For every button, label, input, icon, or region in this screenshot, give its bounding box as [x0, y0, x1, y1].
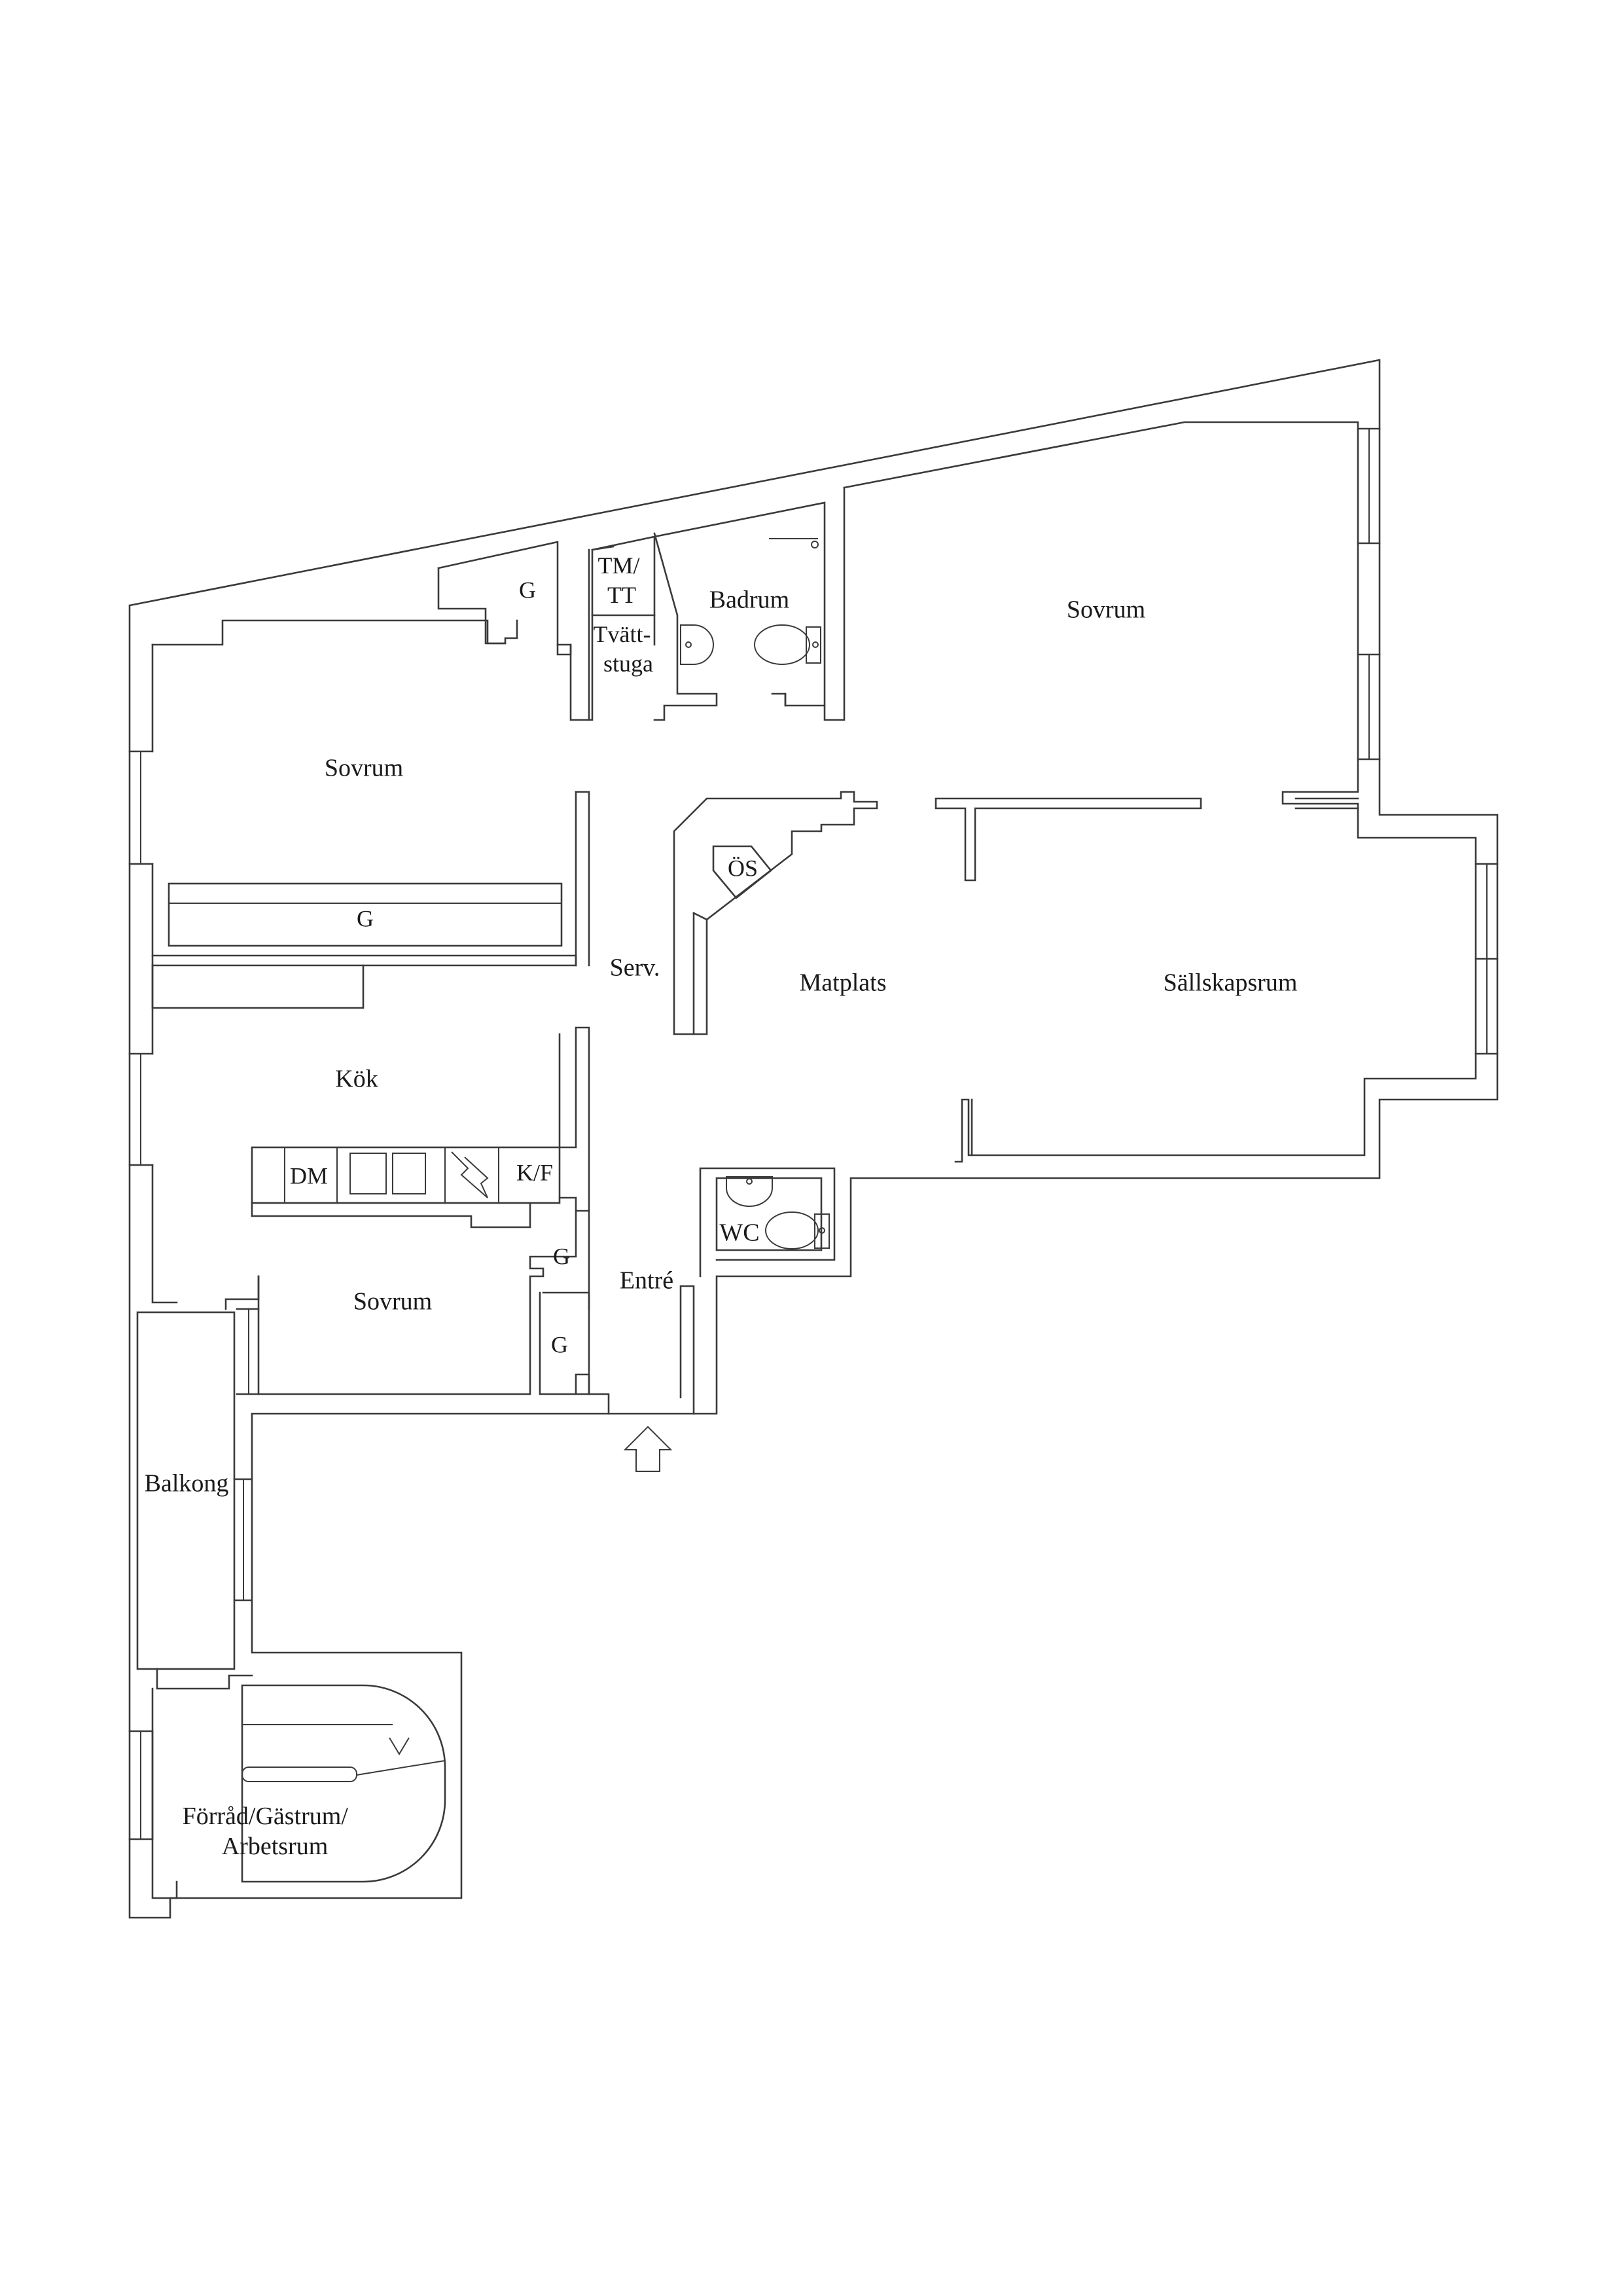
room-label-sovrum-lower: Sovrum	[353, 1288, 432, 1316]
room-label-sallskapsrum: Sällskapsrum	[1164, 969, 1298, 997]
room-label-serv: Serv.	[610, 954, 660, 982]
wc-walls	[679, 1167, 836, 1415]
room-label-badrum: Badrum	[709, 586, 789, 614]
fixture-label-g-wardrobe: G	[357, 905, 374, 931]
balkong-walls	[136, 1311, 253, 1670]
top-service-walls	[437, 486, 846, 721]
room-label-kok: Kök	[335, 1066, 378, 1093]
room-label-forrad: Förråd/Gästrum/ Arbetsrum	[183, 1803, 355, 1860]
living-walls	[673, 791, 1359, 1157]
room-label-tvattstuga: Tvätt- stuga	[594, 621, 657, 677]
wc-fixtures	[726, 1176, 830, 1249]
room-label-wc: WC	[719, 1219, 759, 1247]
room-label-balkong: Balkong	[145, 1470, 229, 1498]
entrance-arrow-icon	[623, 1426, 673, 1472]
kok-walls	[251, 1026, 590, 1229]
forrad-walls	[128, 1668, 446, 1899]
outer-walls	[128, 359, 1499, 1919]
sovrum-top-left-walls	[151, 791, 590, 1009]
badrum-fixtures	[680, 624, 821, 665]
fixture-label-g-hall-1: G	[553, 1243, 570, 1269]
room-label-sovrum-top-left: Sovrum	[325, 755, 403, 782]
fixture-label-g-top: G	[519, 577, 536, 603]
room-label-matplats: Matplats	[800, 969, 887, 997]
room-label-entre: Entré	[620, 1267, 673, 1295]
fixture-label-kf: K/F	[516, 1159, 553, 1185]
fixture-label-g-hall-2: G	[551, 1331, 568, 1357]
room-label-tm-tt: TM/ TT	[597, 552, 645, 608]
fixture-label-dm: DM	[290, 1162, 328, 1189]
room-label-sovrum-top-right: Sovrum	[1067, 596, 1145, 624]
fixture-label-os: ÖS	[728, 855, 758, 881]
lower-sovrum-walls	[224, 1210, 610, 1415]
